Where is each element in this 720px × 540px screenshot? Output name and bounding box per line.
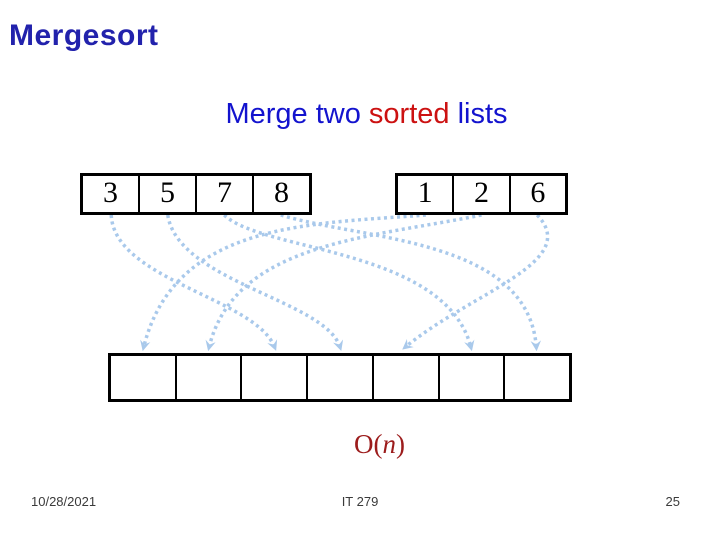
subtitle-part-blue-2: lists (449, 98, 508, 130)
complexity-suffix: ) (396, 429, 405, 459)
footer-course: IT 279 (341, 494, 379, 509)
subtitle-part-red: sorted (368, 98, 450, 130)
left-list-cell: 7 (195, 176, 252, 212)
merge-arrow-2 (205, 213, 482, 352)
left-list-cell: 8 (252, 176, 309, 212)
footer-date: 10/28/2021 (31, 494, 97, 509)
merged-output-list (108, 353, 572, 402)
complexity-prefix: O( (354, 429, 383, 459)
merged-empty-cell (174, 356, 241, 399)
merge-arrow-8 (280, 213, 542, 352)
complexity-label: O(n) (354, 429, 405, 460)
merged-empty-cell (503, 356, 569, 399)
right-list-cell: 1 (417, 176, 433, 209)
merge-arrow-5 (166, 214, 344, 351)
merged-empty-cell (111, 356, 175, 399)
merged-empty-cell (371, 356, 438, 399)
merge-arrow-1 (140, 213, 426, 352)
right-list-cell: 2 (452, 176, 508, 212)
slide-title: Mergesort (9, 19, 159, 52)
slide-subtitle: Merge two sorted lists (0, 98, 720, 131)
merged-empty-cell (437, 356, 504, 399)
left-list-cell: 5 (138, 176, 195, 212)
complexity-variable: n (382, 429, 397, 459)
merge-arrow-3 (109, 214, 278, 351)
merged-empty-cell (306, 356, 372, 399)
merge-arrow-7 (223, 213, 475, 352)
left-list-cell: 3 (103, 176, 118, 209)
right-list-cell: 6 (508, 176, 565, 212)
subtitle-part-blue-1: Merge two (225, 98, 369, 130)
merged-empty-cell (240, 356, 306, 399)
merge-arrow-6 (402, 213, 550, 350)
footer-page-number: 25 (665, 494, 680, 509)
